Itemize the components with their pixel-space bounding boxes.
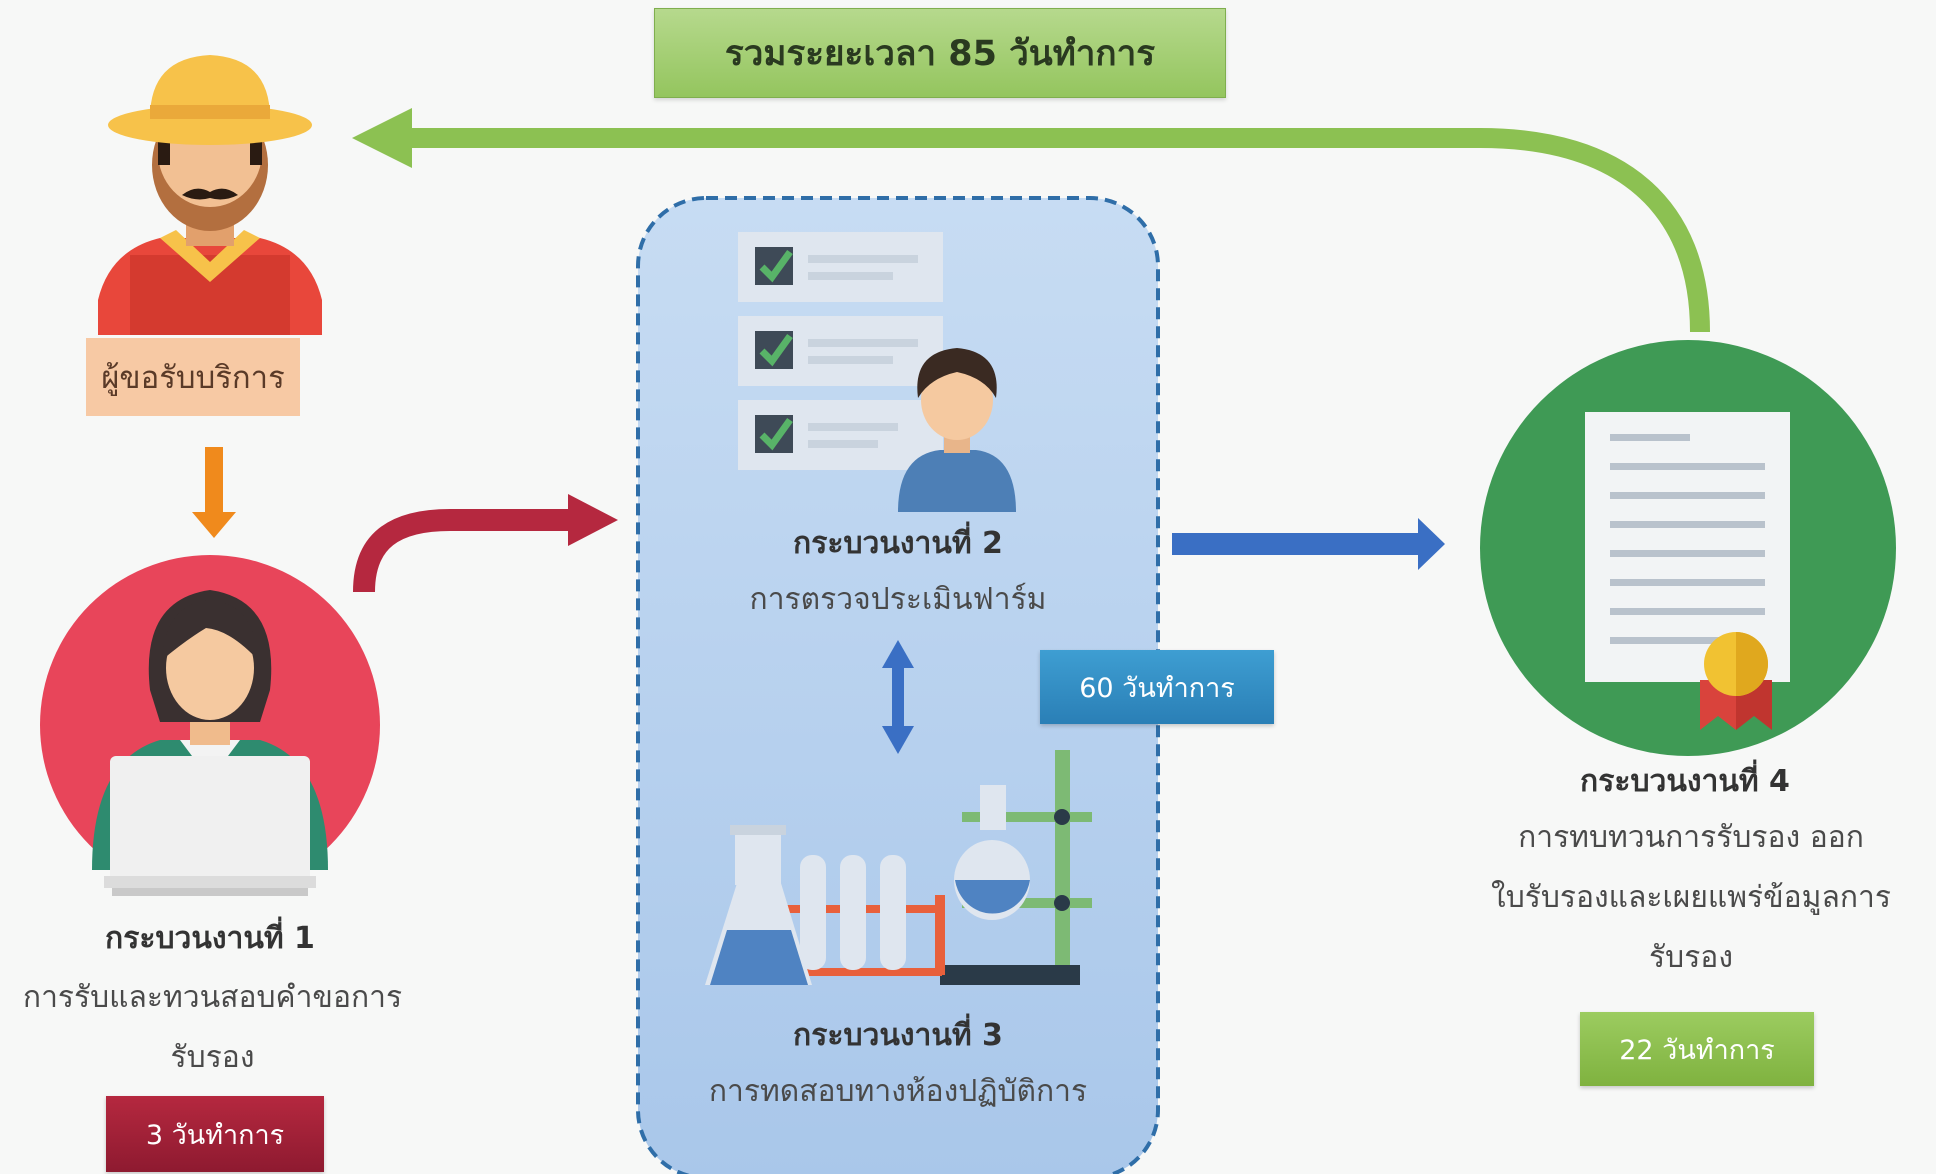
certificate-icon bbox=[1480, 340, 1896, 756]
step1-description: การรับและทวนสอบคำขอการ รับรอง bbox=[0, 968, 425, 1088]
step1-to-step2-arrow bbox=[353, 494, 618, 593]
step1-title: กระบวนงานที่ 1 bbox=[105, 921, 315, 956]
step1-desc-line1: การรับและทวนสอบคำขอการ bbox=[22, 980, 403, 1015]
step23-duration-badge: 60 วันทำการ bbox=[1040, 650, 1274, 724]
step3-description: การทดสอบทางห้องปฏิบัติการ bbox=[708, 1074, 1088, 1109]
step4-desc-line3: รับรอง bbox=[1649, 940, 1733, 975]
inspector-person-icon bbox=[898, 348, 1016, 512]
step3-title: กระบวนงานที่ 3 bbox=[793, 1018, 1003, 1053]
lab-equipment-icon bbox=[705, 750, 1092, 985]
farmer-icon bbox=[98, 55, 322, 335]
total-duration-box: รวมระยะเวลา 85 วันทำการ bbox=[654, 8, 1226, 98]
checklist-icon bbox=[738, 232, 943, 470]
double-arrow bbox=[882, 640, 914, 754]
step4-description: การทบทวนการรับรอง ออก ใบรับรองและเผยแพร่… bbox=[1456, 808, 1926, 988]
step1-icon bbox=[40, 555, 380, 896]
step1-duration-badge: 3 วันทำการ bbox=[106, 1096, 324, 1172]
requester-label: ผู้ขอรับบริการ bbox=[86, 338, 300, 416]
step4-title: กระบวนงานที่ 4 bbox=[1580, 764, 1790, 799]
step1-desc-line2: รับรอง bbox=[170, 1040, 255, 1075]
step2-title: กระบวนงานที่ 2 bbox=[793, 526, 1003, 561]
step4-desc-line1: การทบทวนการรับรอง ออก bbox=[1518, 820, 1864, 855]
step-to-step4-arrow bbox=[1172, 518, 1445, 570]
return-arrow bbox=[352, 108, 1710, 333]
step4-duration-badge: 22 วันทำการ bbox=[1580, 1012, 1814, 1086]
down-arrow bbox=[192, 447, 236, 538]
step2-description: การตรวจประเมินฟาร์ม bbox=[749, 582, 1047, 617]
step4-desc-line2: ใบรับรองและเผยแพร่ข้อมูลการ bbox=[1491, 880, 1891, 915]
